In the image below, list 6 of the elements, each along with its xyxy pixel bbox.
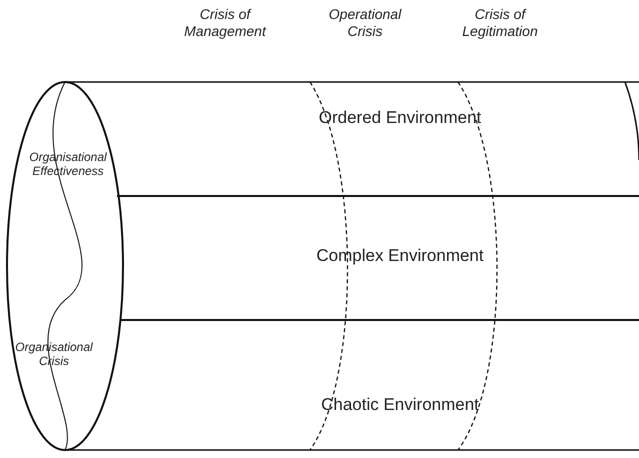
zone-label: Chaotic Environment xyxy=(320,395,480,416)
section-label: Crisis of Legitimation xyxy=(461,6,539,40)
section-label: Crisis of Management xyxy=(183,6,268,40)
zone-label: Complex Environment xyxy=(315,246,485,266)
section-label: Operational Crisis xyxy=(328,6,402,40)
zone-label: Ordered Environment xyxy=(318,108,482,128)
